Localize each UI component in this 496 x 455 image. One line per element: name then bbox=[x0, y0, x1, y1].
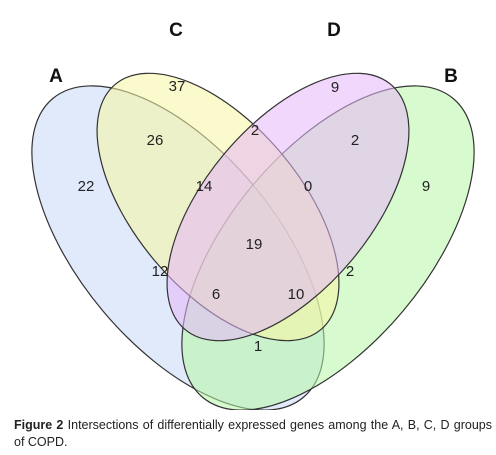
count-a-c: 26 bbox=[147, 132, 164, 149]
set-d-label: D bbox=[327, 20, 341, 41]
set-b-label: B bbox=[444, 66, 458, 87]
count-a-b-c-d: 19 bbox=[246, 236, 263, 253]
count-a-b: 1 bbox=[254, 338, 262, 355]
set-c-label: C bbox=[169, 20, 183, 41]
count-c-d: 2 bbox=[251, 122, 259, 139]
count-a-only: 22 bbox=[78, 178, 95, 195]
count-b-c-d: 0 bbox=[304, 178, 312, 195]
count-a-c-d: 14 bbox=[196, 178, 213, 195]
count-b-only: 9 bbox=[422, 178, 430, 195]
venn-diagram: A B C D 22 9 37 9 26 2 2 14 0 19 12 2 6 … bbox=[31, 20, 475, 410]
count-c-only: 37 bbox=[169, 78, 186, 95]
count-d-only: 9 bbox=[331, 79, 339, 96]
figure-label: Figure 2 bbox=[14, 418, 64, 432]
set-d-ellipse bbox=[166, 72, 410, 342]
figure-caption-text: Intersections of differentially expresse… bbox=[14, 418, 492, 449]
set-a-label: A bbox=[49, 66, 63, 87]
count-a-b-d: 6 bbox=[212, 286, 220, 303]
count-a-b-c: 10 bbox=[288, 286, 305, 303]
count-b-d: 2 bbox=[351, 132, 359, 149]
count-a-d: 12 bbox=[152, 263, 169, 280]
figure-caption: Figure 2 Intersections of differentially… bbox=[14, 417, 492, 451]
count-b-c: 2 bbox=[346, 263, 354, 280]
